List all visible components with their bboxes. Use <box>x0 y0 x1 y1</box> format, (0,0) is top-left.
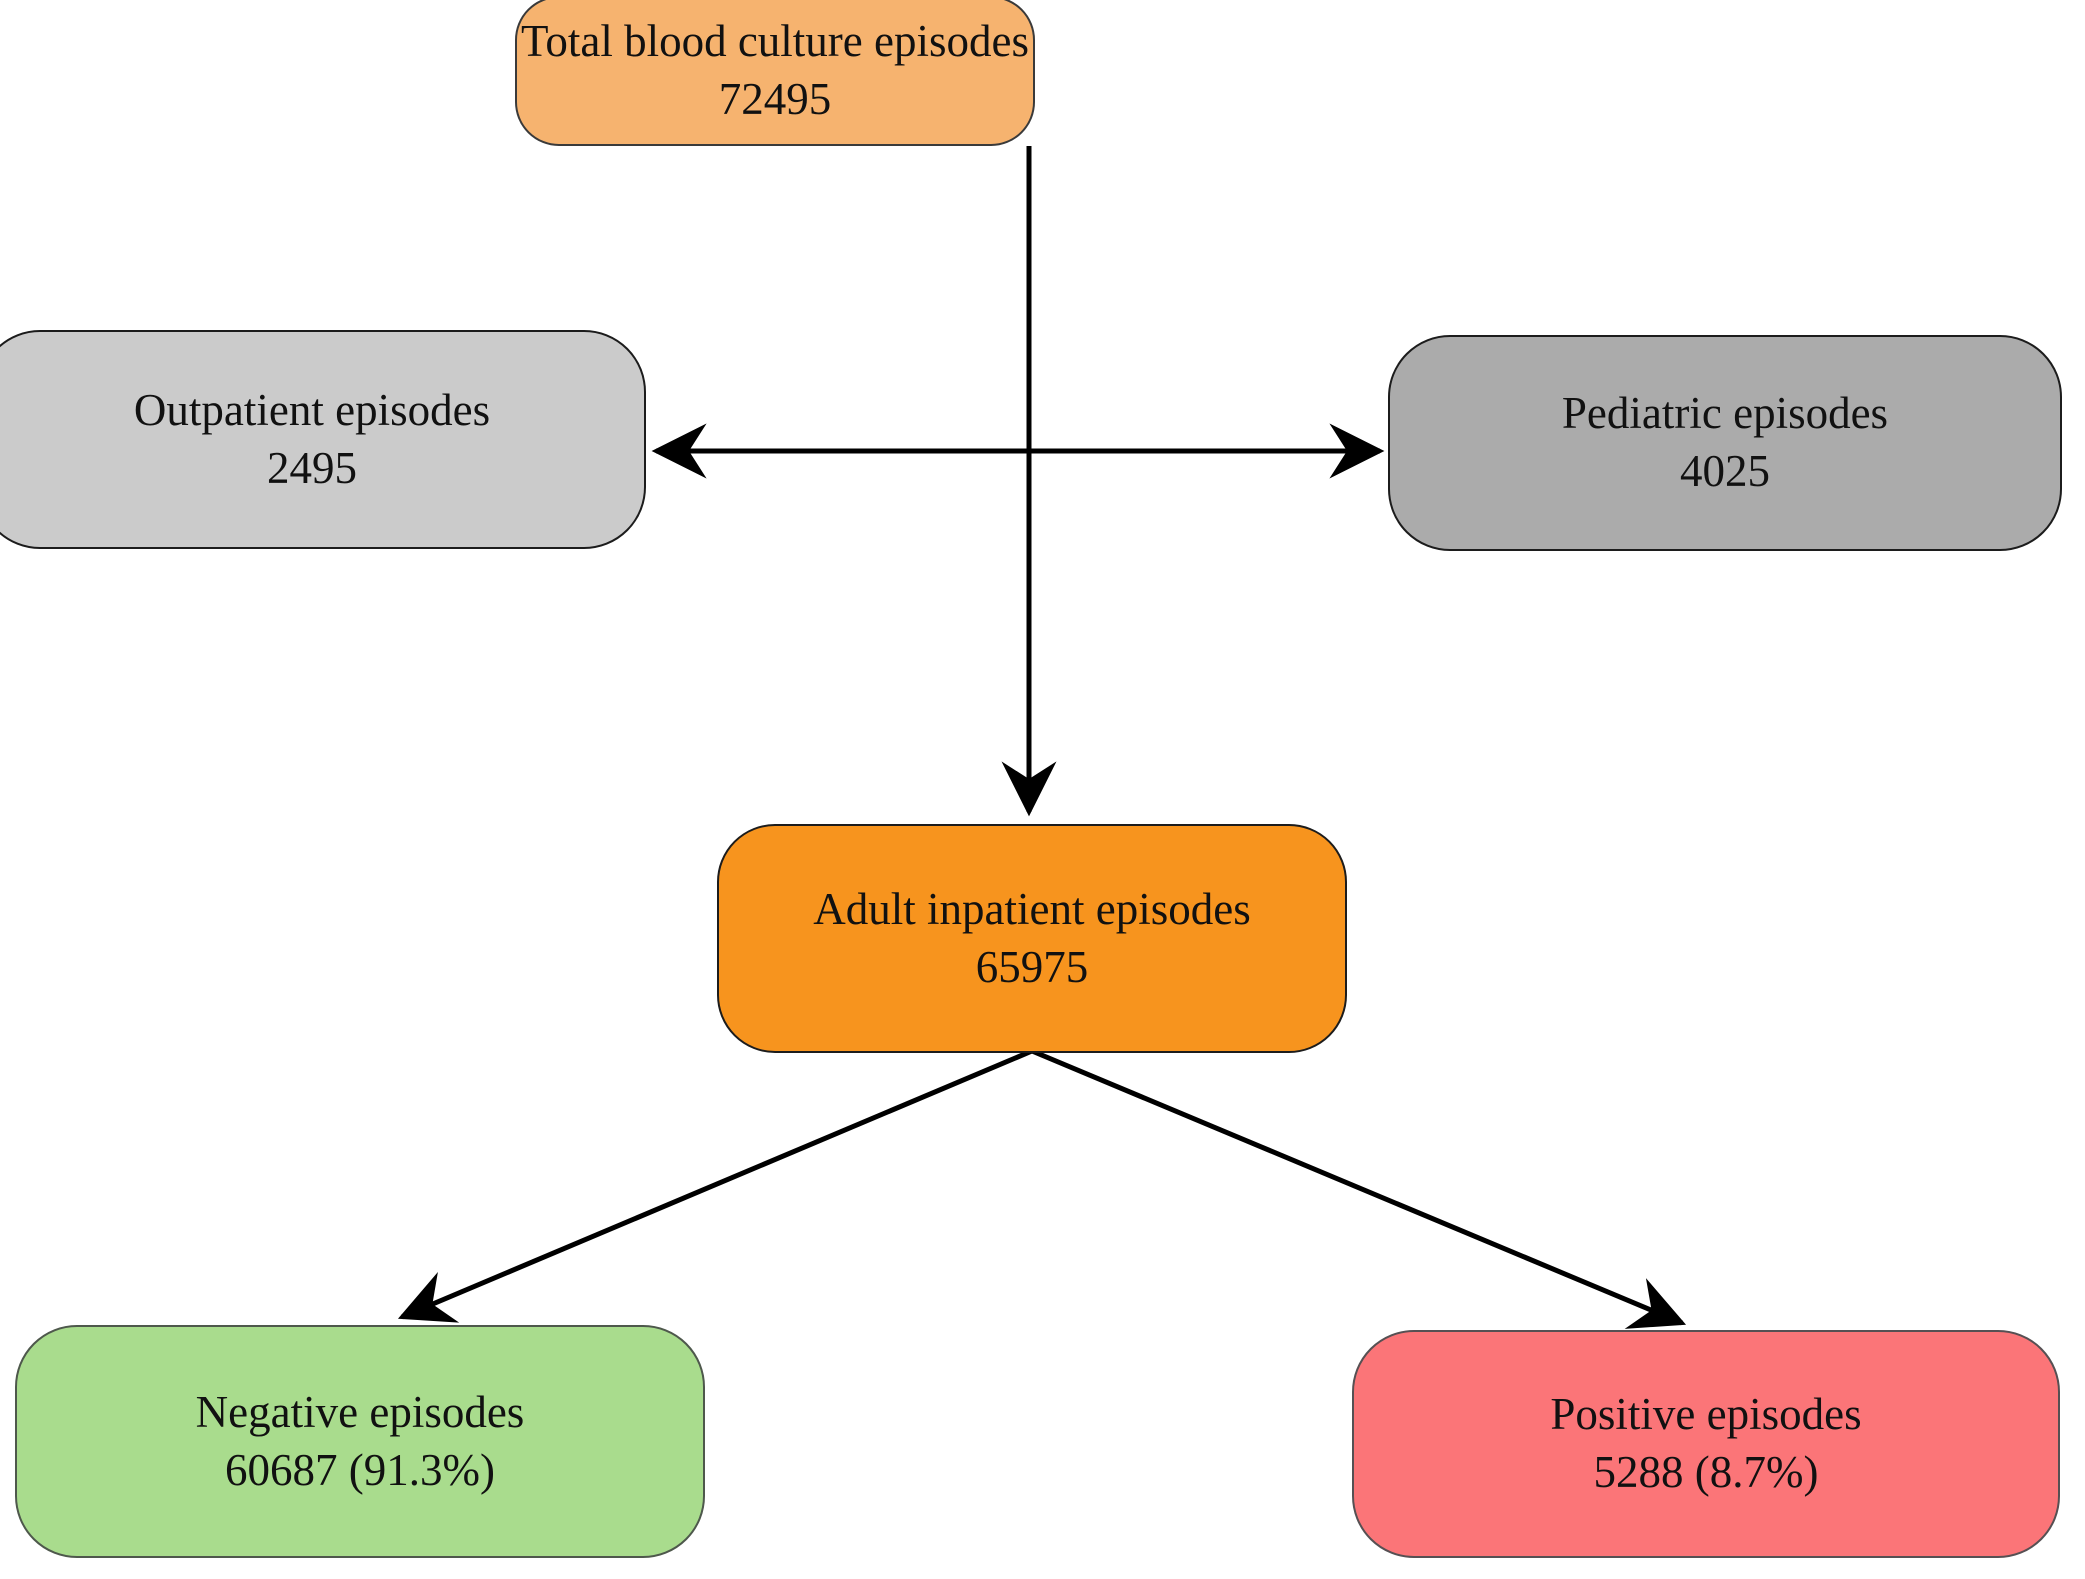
node-adult-inpatient-episodes: Adult inpatient episodes 65975 <box>717 824 1347 1053</box>
node-positive-value: 5288 (8.7%) <box>1593 1447 1819 1497</box>
edge-adult-to-positive-arrow <box>1031 1048 1687 1329</box>
edge-adult-to-negative-arrow <box>397 1048 1033 1323</box>
node-negative-label: Negative episodes <box>195 1386 525 1437</box>
node-outpatient-value: 2495 <box>267 442 357 493</box>
node-positive-episodes: Positive episodes 5288 (8.7%) <box>1352 1330 2060 1558</box>
node-total-label: Total blood culture episodes <box>521 16 1029 67</box>
node-positive-label: Positive episodes <box>1550 1389 1862 1440</box>
node-outpatient-label: Outpatient episodes <box>133 384 491 435</box>
node-pediatric-value: 4025 <box>1680 446 1770 496</box>
node-negative-episodes: Negative episodes 60687 (91.3%) <box>15 1325 705 1558</box>
node-total-blood-culture-episodes: Total blood culture episodes 72495 <box>515 0 1035 146</box>
node-total-value: 72495 <box>718 74 832 124</box>
node-adult-value: 65975 <box>975 941 1089 992</box>
node-adult-label: Adult inpatient episodes <box>813 883 1251 934</box>
node-pediatric-label: Pediatric episodes <box>1561 388 1889 439</box>
node-pediatric-episodes: Pediatric episodes 4025 <box>1388 335 2062 551</box>
node-negative-value: 60687 (91.3%) <box>225 1444 495 1495</box>
node-outpatient-episodes: Outpatient episodes 2495 <box>0 330 646 549</box>
